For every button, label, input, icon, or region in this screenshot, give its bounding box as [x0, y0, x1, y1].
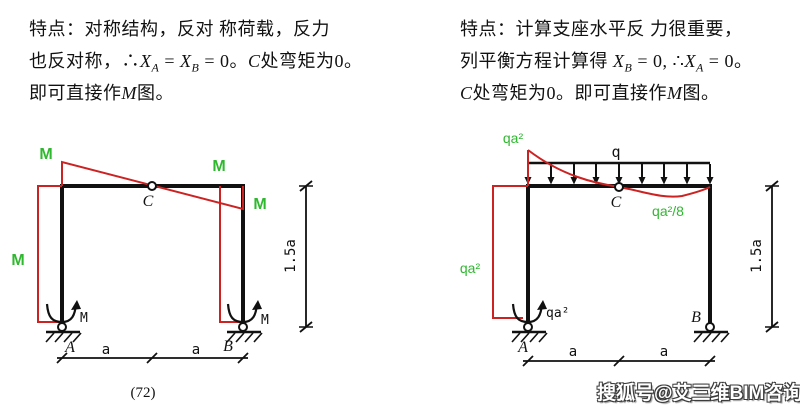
right-support-a — [511, 300, 548, 343]
left-height-dimension — [299, 180, 313, 333]
right-height-dimension — [765, 180, 779, 333]
left-paragraph-line3: 即可直接作M图。 — [29, 83, 174, 103]
right-paragraph: 特点：计算支座水平反 力很重要， 列平衡方程计算得 XB = 0, ∴XA = … — [460, 13, 752, 109]
label-dim-a-right: a — [660, 344, 668, 360]
label-node-a: A — [517, 339, 528, 356]
label-moment-top-right: M — [212, 158, 225, 175]
left-support-b — [226, 300, 263, 343]
label-moment-left-mid: M — [11, 252, 24, 269]
label-moment-right-outer: M — [253, 196, 266, 213]
arrowhead-icon — [537, 300, 547, 310]
right-paragraph-line2: 列平衡方程计算得 XB = 0, ∴XA = 0。 — [460, 51, 753, 75]
watermark: 搜狐号@艾三维BIM咨询 — [597, 383, 800, 404]
left-paragraph-line2: 也反对称，∴XA = XB = 0。C处弯矩为0。 — [29, 51, 363, 75]
label-moment-mid-span: qa²/8 — [652, 203, 684, 219]
right-moment-diagram-red — [492, 149, 711, 319]
right-paragraph-line1: 特点：计算支座水平反 力很重要， — [460, 19, 743, 39]
left-paragraph-line1: 特点：对称结构，反对 称荷载，反力 — [29, 19, 330, 39]
label-moment-top-left: M — [39, 146, 52, 163]
label-node-c: C — [143, 193, 154, 210]
right-paragraph-line3: C处弯矩为0。即可直接作M图。 — [460, 83, 720, 103]
figure-number: (72) — [131, 385, 156, 401]
label-node-b: B — [691, 309, 701, 326]
right-support-b — [693, 322, 730, 343]
hinge-c-icon — [614, 182, 624, 192]
arrowhead-icon — [252, 300, 262, 310]
label-moment-top: qa² — [503, 130, 524, 146]
label-dim-height: 1.5a — [749, 239, 765, 273]
right-span-dimension — [522, 355, 716, 367]
label-support-moment-b: M — [261, 313, 269, 328]
label-node-b: B — [223, 338, 233, 355]
label-dim-a-right: a — [192, 342, 200, 358]
label-support-moment-a: qa² — [546, 306, 569, 321]
hinge-c-icon — [147, 181, 157, 191]
label-support-moment-a: M — [80, 311, 88, 326]
load-arrowheads-icon — [524, 177, 714, 185]
label-node-a: A — [64, 339, 75, 356]
left-paragraph: 特点：对称结构，反对 称荷载，反力 也反对称，∴XA = XB = 0。C处弯矩… — [29, 13, 363, 109]
label-node-c: C — [611, 194, 622, 211]
label-load-q: q — [611, 143, 620, 161]
label-dim-a-left: a — [569, 344, 577, 360]
label-dim-a-left: a — [102, 342, 110, 358]
left-span-dimension — [56, 352, 249, 364]
label-dim-height: 1.5a — [283, 239, 299, 273]
label-moment-left-mid: qa² — [460, 260, 481, 276]
arrowhead-icon — [71, 300, 81, 310]
left-support-a — [45, 300, 82, 343]
